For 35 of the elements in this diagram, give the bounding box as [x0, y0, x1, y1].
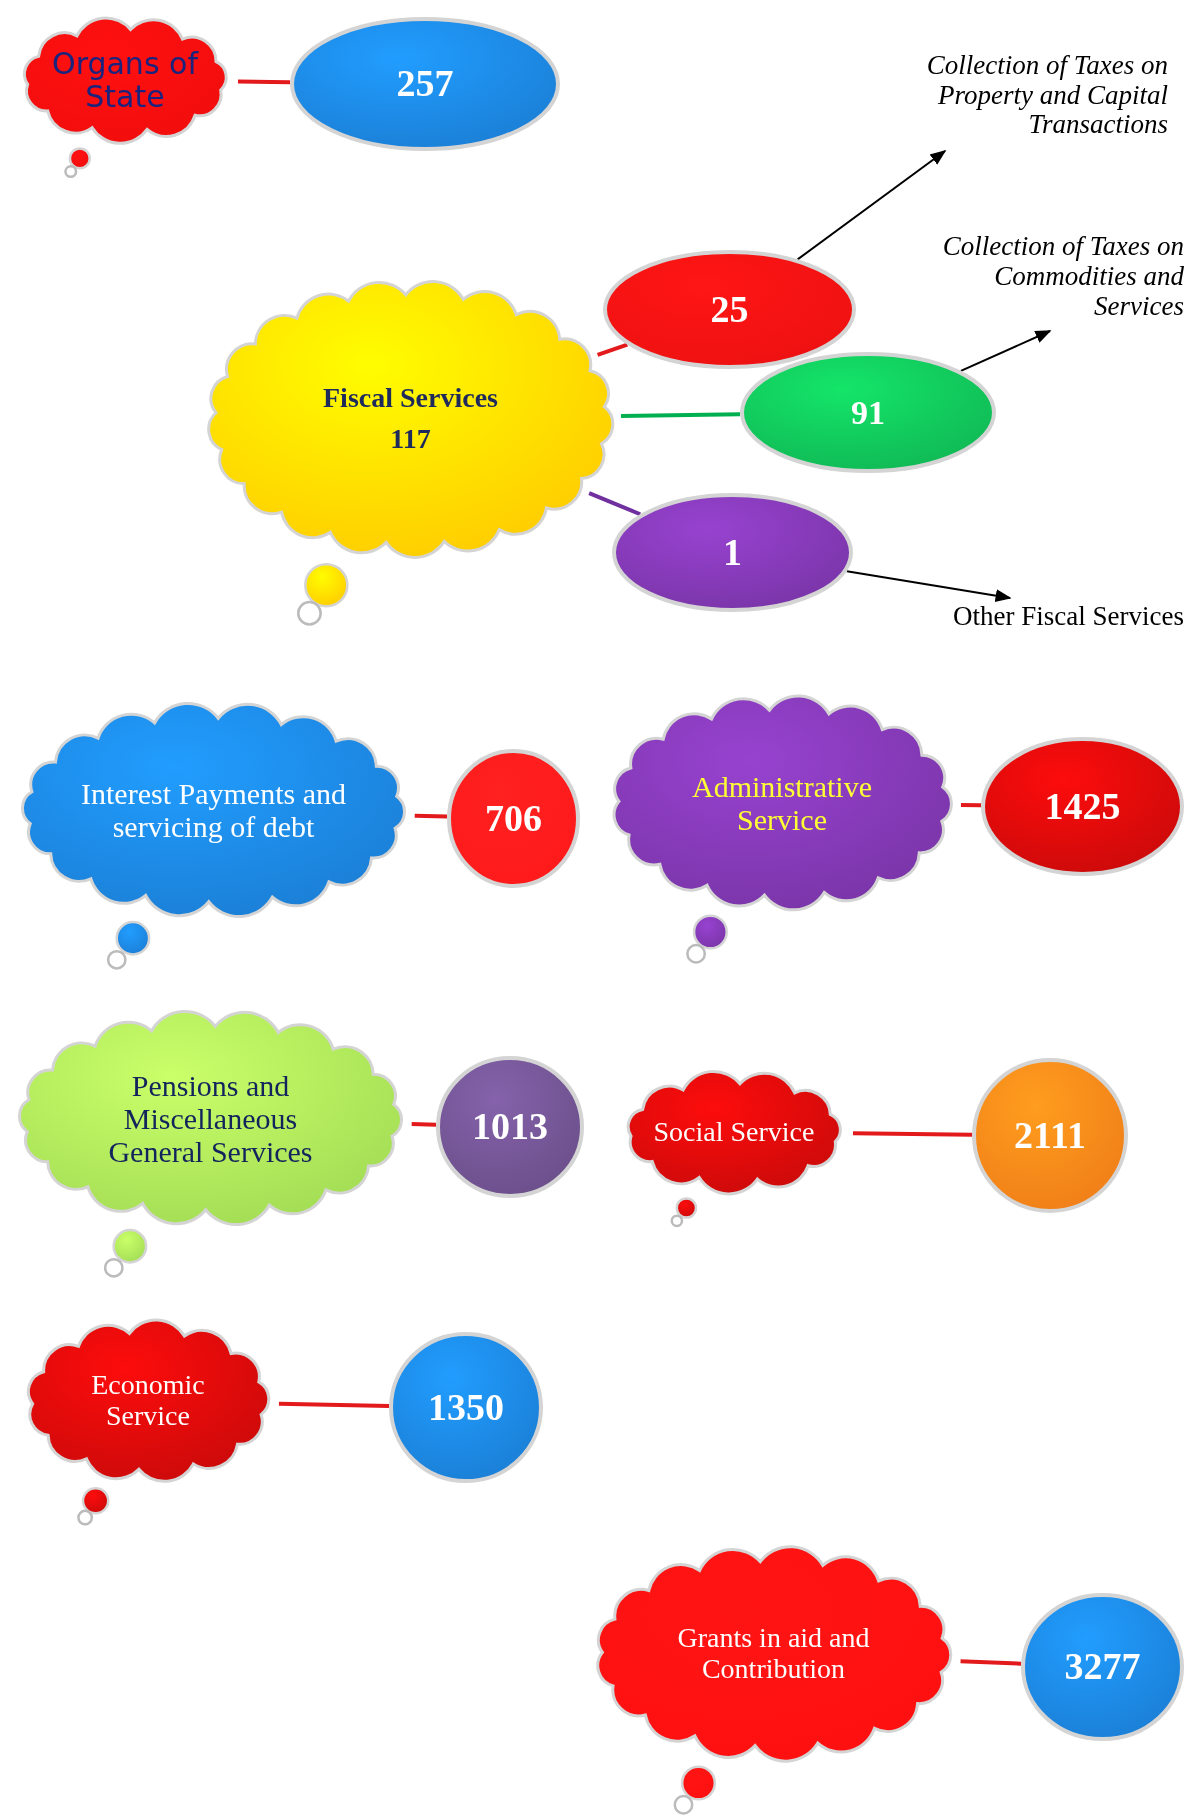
category-label: Fiscal Services — [323, 383, 498, 414]
value-label: 3277 — [1064, 1646, 1141, 1688]
value-label: 25 — [710, 288, 749, 331]
value-label: 1425 — [1044, 785, 1121, 828]
category-label: Pensions and Miscellaneous General Services — [107, 1068, 314, 1168]
value-label: 257 — [396, 63, 454, 105]
value-label: 2111 — [1014, 1114, 1086, 1157]
connector-line — [596, 342, 628, 357]
annotation-text: Collection of Taxes on Property and Capital Transactions — [925, 50, 1168, 141]
category-label: Interest Payments and servicing of debt — [80, 777, 347, 843]
value-label: 1350 — [428, 1386, 504, 1429]
category-label: Economic Service — [90, 1370, 206, 1432]
value-label: 1013 — [472, 1106, 548, 1148]
connector-line — [852, 1131, 973, 1137]
value-label: 91 — [851, 393, 885, 432]
connector-line — [960, 1659, 1022, 1666]
connector-line — [237, 79, 291, 85]
value-label: 1 — [723, 531, 742, 574]
connector-line — [414, 813, 448, 819]
connector-line — [620, 412, 741, 418]
annotation-text: Collection of Taxes on Commodities and Services — [941, 232, 1184, 322]
arrow — [959, 330, 1052, 372]
category-label: 117 — [390, 424, 431, 455]
category-label: Organs of State — [51, 47, 200, 113]
connector-line — [411, 1122, 437, 1127]
arrow — [845, 570, 1012, 602]
connector-line — [588, 491, 641, 517]
category-label: Administrative Service — [691, 769, 873, 836]
connector-line — [960, 803, 982, 808]
annotation-text: Other Fiscal Services — [953, 602, 1184, 632]
category-label: Grants in aid and Contribution — [676, 1623, 871, 1685]
category-label: Social Service — [653, 1116, 815, 1148]
value-label: 706 — [485, 797, 542, 840]
connector-line — [278, 1401, 390, 1408]
arrow — [796, 150, 947, 261]
